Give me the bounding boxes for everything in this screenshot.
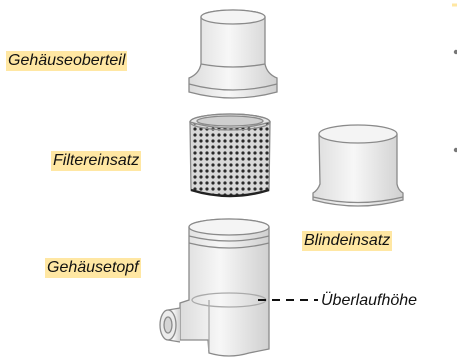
filter-insert-part <box>189 113 271 198</box>
upper-housing-part <box>188 9 278 99</box>
housing-pot-part <box>159 218 270 357</box>
label-filter-insert: Filtereinsatz <box>51 151 142 171</box>
blind-insert-part <box>312 124 404 207</box>
edge-dot-2 <box>453 147 457 153</box>
label-housing-pot: Gehäusetopf <box>45 258 141 278</box>
edge-dot-1 <box>453 49 457 55</box>
label-upper-housing: Gehäuseoberteil <box>6 51 128 71</box>
label-overflow-height: Überlaufhöhe <box>321 292 418 309</box>
label-blind-insert: Blindeinsatz <box>302 231 393 251</box>
